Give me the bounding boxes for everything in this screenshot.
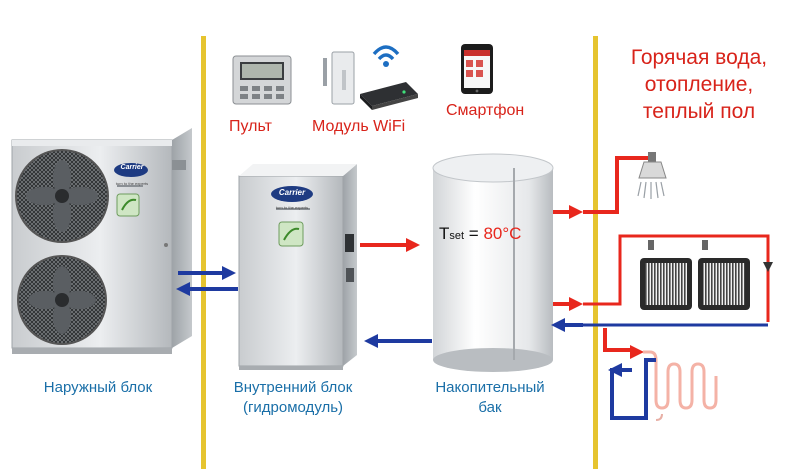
- outdoor-brand-logo: Carrier: [120, 164, 144, 171]
- setpoint-symbol: T: [439, 224, 450, 243]
- radiator-icon: [640, 240, 750, 310]
- smartphone-icon: [461, 44, 493, 94]
- hot-water-outlet-pipe: [553, 205, 583, 219]
- indoor-unit-label-line2: (гидромодуль): [242, 399, 344, 416]
- tank-setpoint-readout: Tset = 80°C: [439, 224, 521, 244]
- outputs-label: Горячая вода, отопление, теплый пол: [604, 44, 794, 125]
- hot-supply-pipe: [360, 238, 420, 252]
- tank-label-line2: бак: [478, 399, 502, 416]
- floor-heating-line: [603, 328, 718, 420]
- storage-tank-icon: [432, 153, 554, 372]
- heating-outlet-pipe: [553, 297, 583, 311]
- indoor-unit-icon: [238, 164, 357, 370]
- setpoint-subscript: set: [449, 230, 465, 242]
- outputs-label-line2: отопление,: [644, 73, 754, 96]
- refrigerant-line-supply: [178, 266, 236, 280]
- outputs-label-line3: теплый пол: [642, 100, 756, 123]
- radiator-supply-line: [583, 234, 773, 322]
- setpoint-equals: =: [464, 224, 484, 243]
- outdoor-brand-tagline: turn to the experts: [115, 181, 149, 186]
- cold-return-pipe: [364, 334, 432, 348]
- outdoor-unit-icon: [11, 128, 192, 354]
- underfloor-heating-icon: [655, 413, 663, 421]
- smartphone-label: Смартфон: [446, 102, 525, 119]
- refrigerant-line-return: [176, 282, 238, 296]
- wall-partition-right: [593, 36, 598, 469]
- hot-water-line: [583, 156, 648, 214]
- indoor-unit-label: Внутренний блок (гидромодуль): [204, 378, 382, 418]
- outdoor-unit-label: Наружный блок: [43, 379, 153, 396]
- remote-label: Пульт: [229, 118, 272, 135]
- outputs-label-line1: Горячая вода,: [630, 46, 768, 69]
- indoor-unit-label-line1: Внутренний блок: [233, 379, 353, 396]
- wifi-router-icon: [323, 51, 418, 110]
- indoor-brand-logo: Carrier: [278, 188, 306, 197]
- indoor-brand-tagline: turn to the experts: [275, 205, 309, 210]
- tank-label: Накопительный бак: [410, 378, 570, 418]
- heating-return-pipe: [551, 318, 583, 332]
- wall-partition-left: [201, 36, 206, 469]
- setpoint-value: 80°C: [483, 224, 522, 243]
- wifi-signal-icon: [372, 45, 400, 67]
- tank-label-line1: Накопительный: [435, 379, 545, 396]
- wifi-module-label: Модуль WiFi: [312, 118, 406, 135]
- remote-controller-icon: [232, 55, 292, 105]
- shower-head-icon: [637, 152, 667, 199]
